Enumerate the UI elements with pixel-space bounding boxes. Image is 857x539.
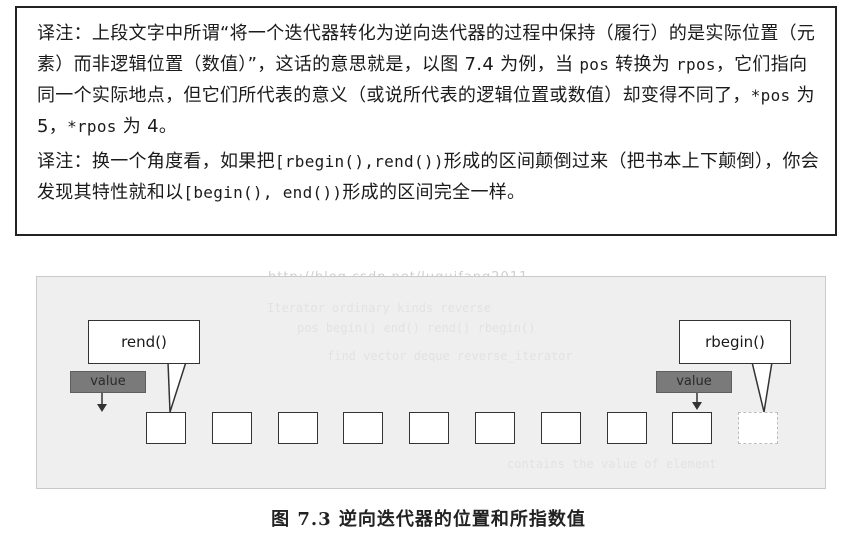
code-span: [begin(), end()) bbox=[183, 183, 343, 202]
text-span: 转换为 bbox=[609, 54, 677, 75]
element-cell bbox=[146, 412, 186, 444]
rend-callout: rend() bbox=[88, 320, 200, 364]
element-cell bbox=[672, 412, 712, 444]
bleed-through-text-4: contains the value of element bbox=[507, 457, 717, 471]
element-cell bbox=[409, 412, 449, 444]
element-cell bbox=[212, 412, 252, 444]
bleed-through-text-3: find vector deque reverse_iterator bbox=[327, 349, 573, 363]
right-value-arrowhead bbox=[692, 402, 702, 410]
bleed-through-text-2: pos begin() end() rend() rbegin() bbox=[297, 321, 536, 335]
value-tag-left: value bbox=[70, 371, 146, 393]
element-cell bbox=[607, 412, 647, 444]
note-paragraph-2: 译注：换一个角度看，如果把[rbegin(),rend())形成的区间颠倒过来（… bbox=[37, 146, 823, 208]
text-span: 形成的区间颠倒过来（把书本上下颠倒），你会发现其特性就和以 bbox=[37, 151, 820, 203]
code-span: *pos bbox=[750, 86, 791, 105]
code-span: rpos bbox=[676, 55, 716, 74]
code-span: [rbegin(),rend()) bbox=[274, 152, 444, 171]
end-cell bbox=[738, 412, 778, 444]
element-cell bbox=[475, 412, 515, 444]
value-tag-right: value bbox=[656, 371, 732, 393]
code-span: *rpos bbox=[67, 117, 117, 136]
translator-note-box: 译注：上段文字中所谓“将一个迭代器转化为逆向迭代器的过程中保持（履行）的是实际位… bbox=[15, 6, 837, 236]
rbegin-callout-tail bbox=[751, 361, 773, 413]
rbegin-callout: rbegin() bbox=[679, 320, 791, 364]
figure-caption: 图 7.3 逆向迭代器的位置和所指数值 bbox=[271, 509, 586, 530]
text-span: 为 5， bbox=[37, 85, 815, 137]
rend-callout-tail bbox=[167, 361, 188, 413]
text-span: 译注：上段文字中所谓“将一个迭代器转化为逆向迭代器的过程中保持（履行）的是实际位… bbox=[37, 23, 816, 75]
text-span: ，它们指向同一个实际地点，但它们所代表的意义（或说所代表的逻辑位置或数值）却变得… bbox=[37, 54, 808, 106]
text-span: 为 4。 bbox=[116, 116, 178, 137]
text-span: 形成的区间完全一样。 bbox=[342, 182, 526, 203]
left-value-arrowhead bbox=[97, 404, 107, 412]
element-cell bbox=[278, 412, 318, 444]
bleed-through-text-1: Iterator ordinary kinds reverse bbox=[267, 301, 491, 315]
element-cell bbox=[541, 412, 581, 444]
code-span: pos bbox=[579, 55, 610, 74]
note-paragraph-1: 译注：上段文字中所谓“将一个迭代器转化为逆向迭代器的过程中保持（履行）的是实际位… bbox=[37, 18, 823, 142]
element-cell bbox=[343, 412, 383, 444]
text-span: 译注：换一个角度看，如果把 bbox=[37, 151, 275, 172]
